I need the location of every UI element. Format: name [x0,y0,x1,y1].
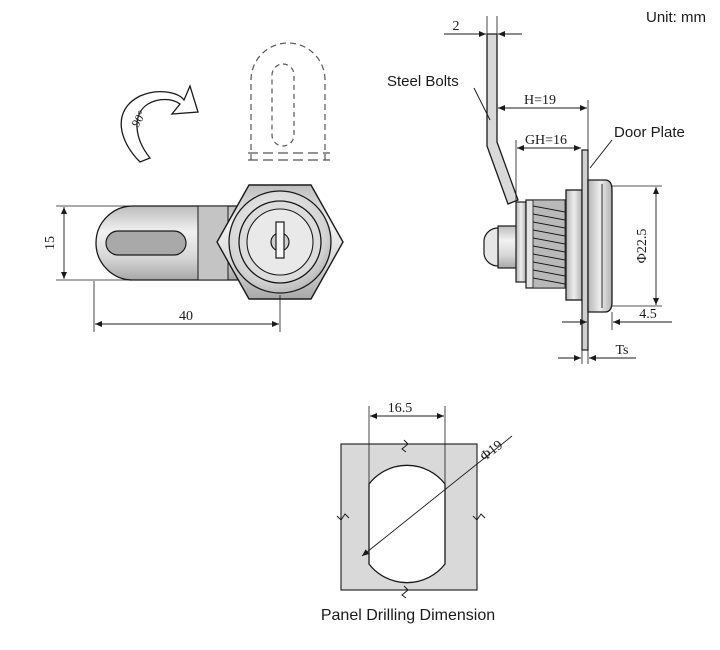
dimension-height-label: H=19 [524,93,556,108]
dimension-hole-diameter [361,435,513,557]
cam-side-profile [486,33,519,205]
dimension-grip-height [515,140,581,200]
keyway-icon [270,221,290,259]
dimension-cam-length [93,281,281,332]
threaded-body [525,199,573,289]
dimension-flat-width [368,406,446,484]
dimension-flange-thickness [562,312,672,330]
dimension-panel-thickness-label: Ts [615,343,628,358]
dimension-cam-thickness-label: 2 [453,19,460,34]
hex-nut-side [565,189,583,301]
dimension-height [498,100,589,150]
side-view: 2 H=19 GH=16 Φ22.5 4.5 [387,16,685,364]
dimension-flange-thickness-label: 4.5 [639,307,657,322]
panel-drilling-caption: Panel Drilling Dimension [321,607,495,624]
callout-steel-bolts: Steel Bolts [387,73,459,90]
dimension-panel-thickness [558,350,636,364]
dimension-cam-length-label: 40 [179,309,193,324]
dimension-grip-height-label: GH=16 [525,133,567,148]
dimension-flat-width-label: 16.5 [388,401,413,416]
thread-lines [532,205,566,285]
washer [515,201,527,283]
dimension-cam-width [56,205,198,281]
drilling-hole [368,464,446,584]
callout-door-plate: Door Plate [614,124,685,141]
dimension-body-diameter [612,185,662,307]
panel-drilling-view: 16.5 Φ19 Panel Drilling Dimension [321,401,513,624]
rotation-arrow-icon [120,84,199,163]
front-view: 90° 15 [43,42,344,332]
callout-door-plate-leader [589,139,613,169]
dimension-body-diameter-label: Φ22.5 [635,229,650,264]
dimension-cam-thickness [444,16,522,37]
flange [587,179,613,313]
dimension-cam-width-label: 15 [43,236,58,250]
back-screw [483,225,519,269]
door-plate [581,149,589,351]
cam-rotated-ghost [248,42,330,161]
unit-label: Unit: mm [646,9,706,26]
panel-break-marks [336,439,486,599]
callout-steel-bolts-leader [473,87,491,121]
